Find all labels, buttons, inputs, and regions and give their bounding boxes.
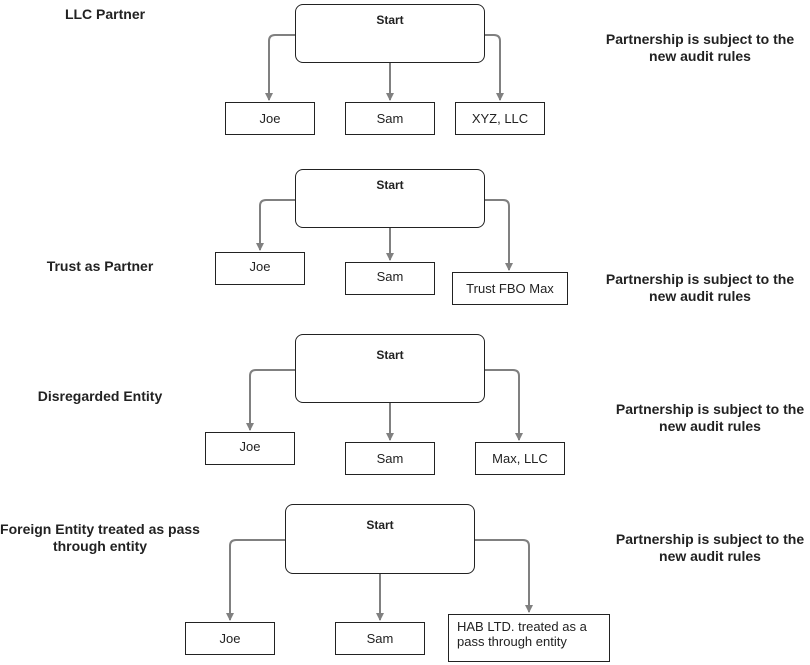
partner-node-sam: Sam [345, 442, 435, 475]
audit-rules-note: Partnership is subject to the new audit … [605, 31, 795, 64]
connector-3-max [485, 369, 523, 441]
section-label-disregarded-entity: Disregarded Entity [37, 388, 163, 404]
partner-node-max-llc: Max, LLC [475, 442, 565, 475]
partner-node-joe: Joe [185, 622, 275, 655]
start-node: Start [295, 334, 485, 403]
partner-node-joe: Joe [225, 102, 315, 135]
partner-node-trust-fbo-max: Trust FBO Max [452, 272, 568, 305]
connector-4-joe [226, 539, 285, 621]
partner-node-joe: Joe [215, 252, 305, 285]
connector-4-hab [475, 539, 533, 613]
audit-rules-note: Partnership is subject to the new audit … [615, 401, 805, 434]
section-label-llc-partner: LLC Partner [64, 6, 146, 22]
partner-node-hab-ltd: HAB LTD. treated as a pass through entit… [448, 614, 610, 662]
section-label-trust-as-partner: Trust as Partner [46, 258, 154, 274]
section-label-foreign-entity: Foreign Entity treated as pass through e… [0, 521, 200, 554]
start-node: Start [295, 169, 485, 228]
partner-node-xyz-llc: XYZ, LLC [455, 102, 545, 135]
partner-node-sam: Sam [345, 262, 435, 295]
partner-node-sam: Sam [345, 102, 435, 135]
connector-2-trust [485, 199, 513, 271]
audit-rules-note: Partnership is subject to the new audit … [605, 271, 795, 304]
connector-2-joe [256, 199, 295, 251]
connector-3-joe [246, 369, 295, 431]
connector-1-joe [265, 34, 295, 101]
start-node: Start [285, 504, 475, 574]
connector-1-xyz [485, 34, 504, 101]
audit-rules-note: Partnership is subject to the new audit … [615, 531, 805, 564]
partner-node-sam: Sam [335, 622, 425, 655]
partner-node-joe: Joe [205, 432, 295, 465]
start-node: Start [295, 4, 485, 63]
